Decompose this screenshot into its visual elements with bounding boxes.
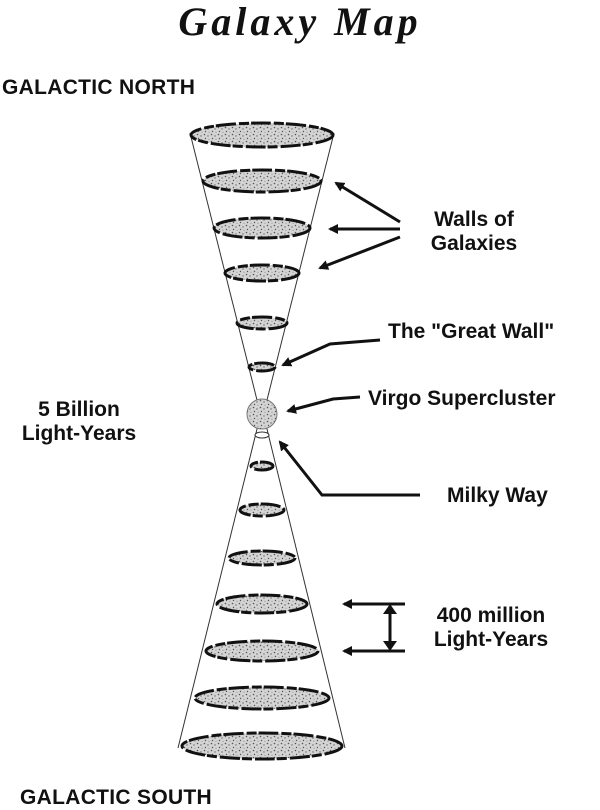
great-wall-arrow [281, 338, 381, 367]
south-cone [177, 424, 346, 749]
spacing-label-line2: Light-Years [433, 628, 549, 651]
north-cone-left-edge [189, 132, 259, 405]
pointer-arrows [278, 181, 420, 656]
walls-arrow-top [334, 181, 401, 224]
virgo-arrow [286, 395, 361, 414]
north-disks [189, 121, 335, 373]
walls-of-galaxies-label: Walls of Galaxies [412, 208, 536, 256]
galaxy-wall-disk [235, 315, 289, 331]
spacing-double-arrow-head-up [383, 604, 397, 614]
galaxy-wall-disk [227, 549, 297, 567]
galaxy-wall-disk [189, 121, 335, 149]
galactic-south-label: GALACTIC SOUTH [20, 786, 213, 809]
walls-label-line1: Walls of [434, 208, 514, 231]
galaxy-wall-disk [215, 593, 309, 615]
milky-way-label: Milky Way [447, 484, 548, 507]
galaxy-wall-disk [212, 216, 312, 240]
milky-way-arrow [278, 440, 420, 497]
walls-arrow-bottom [318, 235, 401, 270]
galaxy-wall-disk [249, 460, 275, 472]
north-cone-right-edge [265, 132, 335, 405]
south-cone-left-edge [177, 424, 259, 749]
galaxy-wall-disk [238, 502, 286, 518]
page-title: Galaxy Map [178, 0, 422, 44]
great-wall-disk [247, 361, 277, 373]
four-hundred-million-label: 400 million Light-Years [416, 604, 566, 652]
spacing-label-line1: 400 million [436, 604, 546, 627]
galaxy-wall-disk [201, 168, 323, 194]
five-billion-light-years-label: 5 Billion Light-Years [4, 398, 154, 446]
great-wall-label: The "Great Wall" [388, 320, 555, 343]
galaxy-wall-disk [180, 731, 344, 761]
galactic-north-label: GALACTIC NORTH [2, 76, 196, 99]
virgo-supercluster-sphere [246, 398, 278, 430]
walls-label-line2: Galaxies [430, 232, 518, 255]
galaxy-wall-disk [193, 685, 331, 711]
distance-label-line1: 5 Billion [38, 398, 120, 421]
milky-way-disk [254, 431, 270, 439]
galaxy-wall-disk [204, 639, 320, 663]
virgo-supercluster-label: Virgo Supercluster [368, 387, 556, 410]
north-cone [189, 132, 335, 405]
south-disks [180, 460, 344, 761]
distance-label-line2: Light-Years [21, 422, 137, 445]
south-cone-right-edge [265, 424, 346, 749]
spacing-double-arrow-head-down [383, 641, 397, 651]
spacing-double-arrow [383, 604, 397, 651]
galaxy-wall-disk [223, 263, 301, 283]
